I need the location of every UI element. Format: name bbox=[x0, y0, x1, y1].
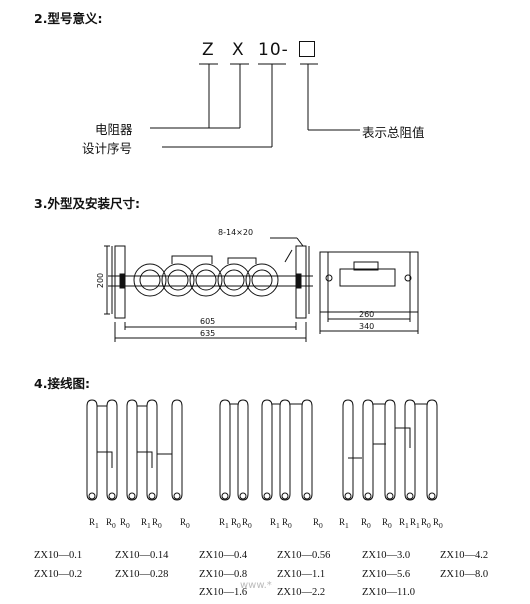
model-entry: ZX10—0.1 bbox=[34, 550, 83, 561]
dim-side-outer: 340 bbox=[359, 322, 375, 331]
label-total-resistance: 表示总阻值 bbox=[362, 125, 425, 140]
terminal-r1: R1 bbox=[89, 517, 99, 530]
section-heading-dimensions: 3.外型及安装尺寸: bbox=[34, 196, 140, 211]
model-entry: ZX10—11.0 bbox=[362, 587, 415, 598]
model-entry: ZX10—0.4 bbox=[199, 550, 248, 561]
dim-length-inner: 605 bbox=[200, 317, 216, 326]
terminal-r0: R0 bbox=[120, 517, 130, 530]
model-entry: ZX10—4.2 bbox=[440, 550, 489, 561]
label-design-sequence: 设计序号 bbox=[82, 141, 133, 156]
terminal-r1: R1 bbox=[399, 517, 409, 530]
model-entry: ZX10—8.0 bbox=[440, 569, 489, 580]
terminal-r0: R0 bbox=[382, 517, 392, 530]
dim-height: 200 bbox=[96, 272, 106, 289]
terminal-r0: R0 bbox=[106, 517, 116, 530]
model-entry: ZX10—1.1 bbox=[277, 569, 326, 580]
watermark: www.* bbox=[240, 580, 272, 591]
terminal-r0: R0 bbox=[282, 517, 292, 530]
terminal-r0: R0 bbox=[361, 517, 371, 530]
terminal-r0: R0 bbox=[231, 517, 241, 530]
code-letter-z: Z bbox=[202, 40, 215, 60]
wiring-group-2 bbox=[219, 399, 313, 501]
model-entry: ZX10—0.8 bbox=[199, 569, 248, 580]
wiring-group-3 bbox=[342, 399, 438, 501]
wiring-diagrams bbox=[86, 399, 438, 501]
model-entry: ZX10—0.56 bbox=[277, 550, 331, 561]
terminal-r1: R1 bbox=[270, 517, 280, 530]
model-leader-lines bbox=[150, 63, 360, 148]
model-entry: ZX10—5.6 bbox=[362, 569, 411, 580]
label-resistor: 电阻器 bbox=[95, 122, 133, 137]
terminal-r1: R1 bbox=[141, 517, 151, 530]
model-entry: ZX10—0.14 bbox=[115, 550, 169, 561]
side-view-frame bbox=[319, 251, 419, 313]
wiring-group-1 bbox=[86, 399, 183, 501]
terminal-r1: R1 bbox=[339, 517, 349, 530]
terminal-r0: R0 bbox=[433, 517, 443, 530]
code-number: 10- bbox=[258, 40, 289, 60]
terminal-r0: R0 bbox=[313, 517, 323, 530]
model-entry: ZX10—2.2 bbox=[277, 587, 326, 598]
terminal-r1: R1 bbox=[410, 517, 420, 530]
terminal-r0: R0 bbox=[152, 517, 162, 530]
model-entry: ZX10—3.0 bbox=[362, 550, 411, 561]
terminal-r1: R1 bbox=[219, 517, 229, 530]
dim-side-inner: 260 bbox=[359, 310, 375, 319]
outline-drawing bbox=[104, 237, 419, 342]
model-entry: ZX10—1.6 bbox=[199, 587, 248, 598]
model-entry: ZX10—0.2 bbox=[34, 569, 83, 580]
dim-mounting-holes: 8-14×20 bbox=[218, 228, 254, 237]
code-blank-box bbox=[299, 41, 315, 57]
terminal-r0: R0 bbox=[180, 517, 190, 530]
section-heading-model: 2.型号意义: bbox=[34, 11, 103, 26]
dim-length-outer: 635 bbox=[200, 329, 216, 338]
model-entry: ZX10—0.28 bbox=[115, 569, 169, 580]
terminal-r0: R0 bbox=[242, 517, 252, 530]
section-heading-wiring: 4.接线图: bbox=[34, 376, 90, 391]
code-letter-x: X bbox=[232, 40, 245, 60]
terminal-r0: R0 bbox=[421, 517, 431, 530]
